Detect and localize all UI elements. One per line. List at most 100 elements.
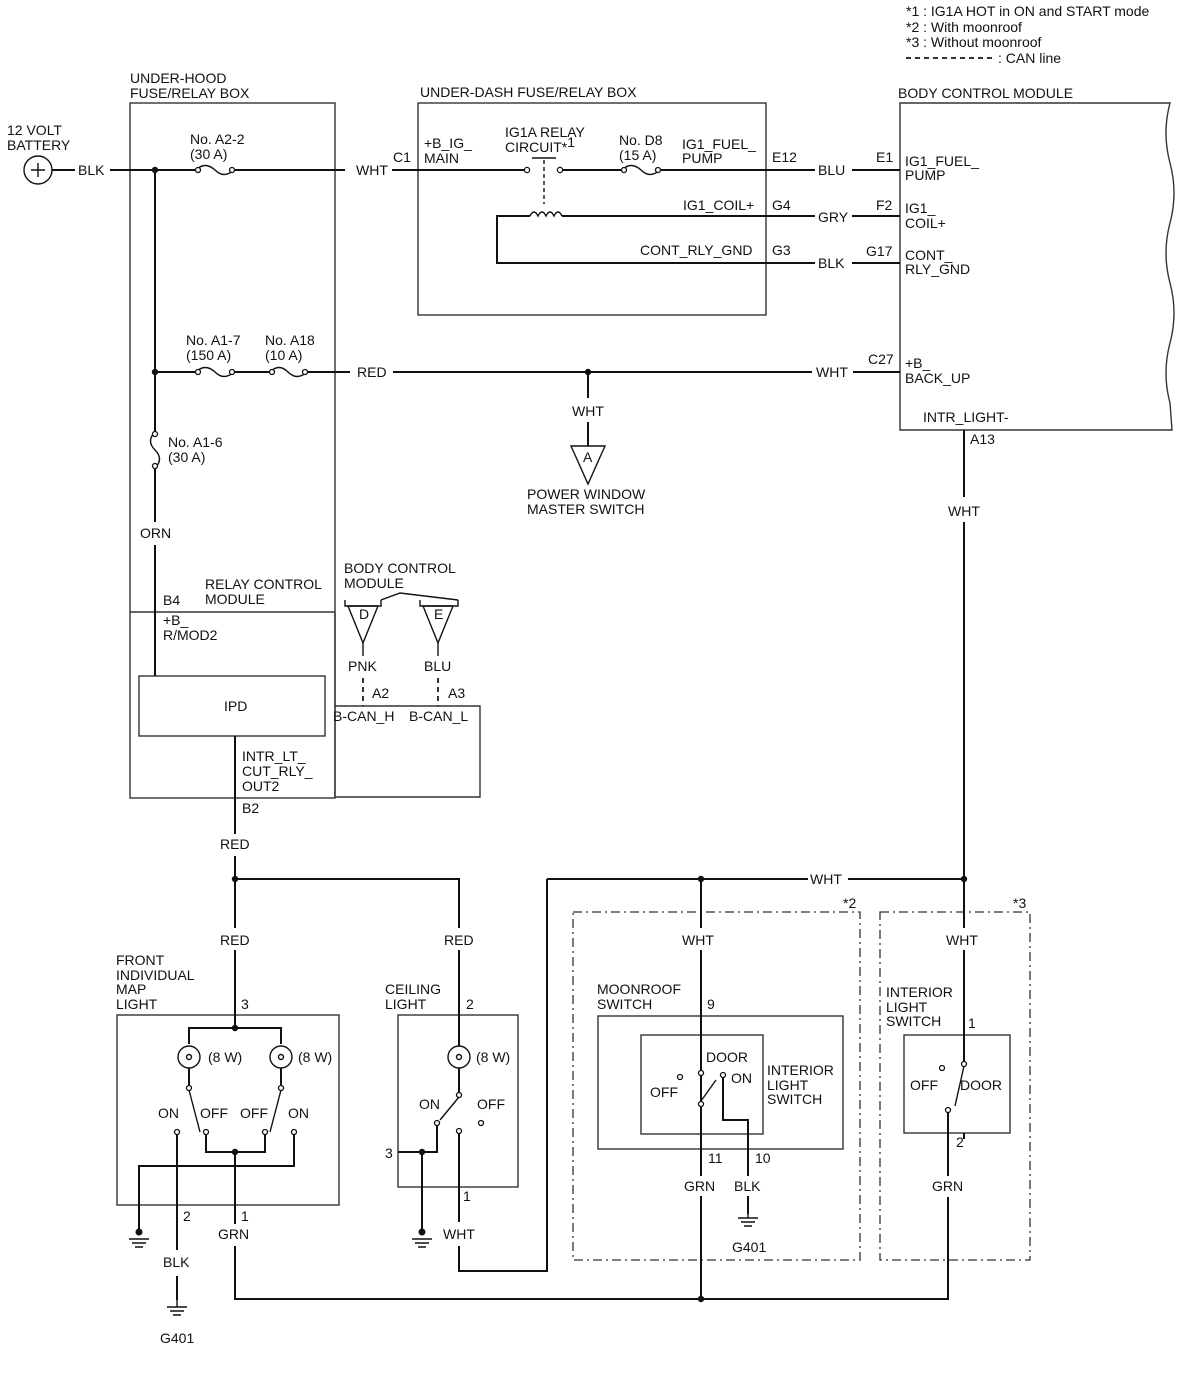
- bcm-gnd-label-2: RLY_GND: [905, 261, 970, 277]
- ig1a-relay-icon: [523, 157, 564, 218]
- wire-color-grn: GRN: [684, 1178, 715, 1194]
- ceiling-light-pin-1: 1: [463, 1188, 471, 1204]
- interior-light-label-1: INTERIOR: [886, 984, 953, 1000]
- fuse-a1-7-label: No. A1-7: [186, 332, 241, 348]
- battery-label-2: BATTERY: [7, 137, 71, 153]
- fuse-icons: [149, 164, 662, 470]
- power-window-label-1: POWER WINDOW: [527, 486, 646, 502]
- wire-color-gry: GRY: [818, 209, 849, 225]
- b-can-l-label: B-CAN_L: [409, 708, 468, 724]
- bcm-coil-label-2: COIL+: [905, 215, 946, 231]
- map-light-bulb-rating: (8 W): [298, 1049, 332, 1065]
- bcm-intr-light-label: INTR_LIGHT-: [923, 409, 1009, 425]
- wire-color-grn: GRN: [218, 1226, 249, 1242]
- under-hood-box: [129, 102, 336, 799]
- under-dash-box: [417, 102, 767, 316]
- ceiling-light-pin-2: 2: [466, 996, 474, 1012]
- bcm-title: BODY CONTROL MODULE: [898, 85, 1073, 101]
- pin-b2: B2: [242, 800, 259, 816]
- b-ig-main-label-1: +B_IG_: [424, 135, 472, 151]
- wire-color-wht: WHT: [946, 932, 978, 948]
- pin-c27: C27: [868, 351, 894, 367]
- bcm-gnd-label-1: CONT_: [905, 247, 953, 263]
- bulb-icon: [269, 1045, 293, 1069]
- ground-icon: [129, 1238, 149, 1248]
- map-light-on-label: ON: [158, 1105, 179, 1121]
- moonroof-variant-tag: *2: [843, 895, 856, 911]
- connector-a-icon: [569, 445, 607, 486]
- moonroof-pin-9: 9: [707, 996, 715, 1012]
- wire-color-wht: WHT: [948, 503, 980, 519]
- wire-color-blu: BLU: [818, 162, 845, 178]
- wire-color-red: RED: [444, 932, 474, 948]
- moonroof-off-label: OFF: [650, 1084, 678, 1100]
- map-light-off-label: OFF: [200, 1105, 228, 1121]
- ceiling-light-off-label: OFF: [477, 1096, 505, 1112]
- moonroof-switch-label-2: SWITCH: [597, 996, 652, 1012]
- bcm-backup-label-1: +B_: [905, 355, 931, 371]
- ground-g401-label: G401: [732, 1239, 766, 1255]
- ig1-fuel-pump-label-1: IG1_FUEL_: [682, 136, 756, 152]
- ground-icon: [738, 1217, 758, 1227]
- wire-color-blk: BLK: [818, 255, 845, 271]
- wire-color-wht: WHT: [682, 932, 714, 948]
- wire-color-grn: GRN: [932, 1178, 963, 1194]
- wire-color-wht: WHT: [443, 1226, 475, 1242]
- bcm-fuel-pump-label-1: IG1_FUEL_: [905, 153, 979, 169]
- map-light-label-2: INDIVIDUAL: [116, 967, 195, 983]
- map-light-pin-1: 1: [241, 1208, 249, 1224]
- fuse-a1-6-icon: [149, 431, 161, 469]
- no-moonroof-variant-box: [879, 911, 1031, 1261]
- battery: 12 VOLT BATTERY: [7, 122, 71, 185]
- connector-d-label: D: [359, 606, 369, 622]
- pin-a3: A3: [448, 685, 465, 701]
- under-hood-title-2: FUSE/RELAY BOX: [130, 85, 250, 101]
- fuse-a18-label: No. A18: [265, 332, 315, 348]
- moonroof-pin-10: 10: [755, 1150, 771, 1166]
- b-rmod2-label-2: R/MOD2: [163, 627, 218, 643]
- wire-color-wht: WHT: [356, 162, 388, 178]
- bcm2-title-1: BODY CONTROL: [344, 560, 456, 576]
- ipd-label: IPD: [224, 698, 247, 714]
- ig1-coil-label: IG1_COIL+: [683, 197, 754, 213]
- pin-f2: F2: [876, 197, 893, 213]
- bcm-backup-label-2: BACK_UP: [905, 370, 970, 386]
- legend-note-3: *3 : Without moonroof: [906, 34, 1042, 50]
- fuse-a2-2-label: No. A2-2: [190, 131, 245, 147]
- wire-color-orn: ORN: [140, 525, 171, 541]
- connector-a-label: A: [583, 449, 593, 465]
- pin-e12: E12: [772, 149, 797, 165]
- relay-control-module-label-1: RELAY CONTROL: [205, 576, 322, 592]
- moonroof-ils-label-1: INTERIOR: [767, 1062, 834, 1078]
- wire-color-wht: WHT: [572, 403, 604, 419]
- interior-light-off-label: OFF: [910, 1077, 938, 1093]
- pin-g17: G17: [866, 243, 893, 259]
- map-light-label-1: FRONT: [116, 952, 165, 968]
- map-light-on-label: ON: [288, 1105, 309, 1121]
- intr-lt-label-3: OUT2: [242, 778, 280, 794]
- wire-color-blk: BLK: [163, 1254, 190, 1270]
- moonroof-on-label: ON: [731, 1070, 752, 1086]
- map-light-label-3: MAP: [116, 981, 146, 997]
- junction-dots: [151, 166, 968, 1303]
- bulb-icon: [177, 1045, 201, 1069]
- map-light-pin-2: 2: [183, 1208, 191, 1224]
- body-control-module-box: [899, 102, 1175, 431]
- no-moonroof-variant-tag: *3: [1013, 895, 1026, 911]
- ig1a-relay-label-2: CIRCUIT*1: [505, 134, 575, 155]
- power-window-label-2: MASTER SWITCH: [527, 501, 644, 517]
- connector-e-icon: [421, 605, 455, 645]
- cont-rly-gnd-label: CONT_RLY_GND: [640, 242, 753, 258]
- bcm-coil-label-1: IG1_: [905, 200, 936, 216]
- ceiling-light-pin-3: 3: [385, 1145, 393, 1161]
- moonroof-ils-label-3: SWITCH: [767, 1091, 822, 1107]
- ground-icon: [167, 1306, 187, 1316]
- connector-triangles: [344, 445, 607, 645]
- relay-control-module-extension: [334, 612, 481, 798]
- ig1a-relay-label-1: IG1A RELAY: [505, 124, 586, 140]
- moonroof-door-label: DOOR: [706, 1049, 748, 1065]
- wire-color-red: RED: [220, 836, 250, 852]
- wire-color-red: RED: [220, 932, 250, 948]
- pin-a13: A13: [970, 431, 995, 447]
